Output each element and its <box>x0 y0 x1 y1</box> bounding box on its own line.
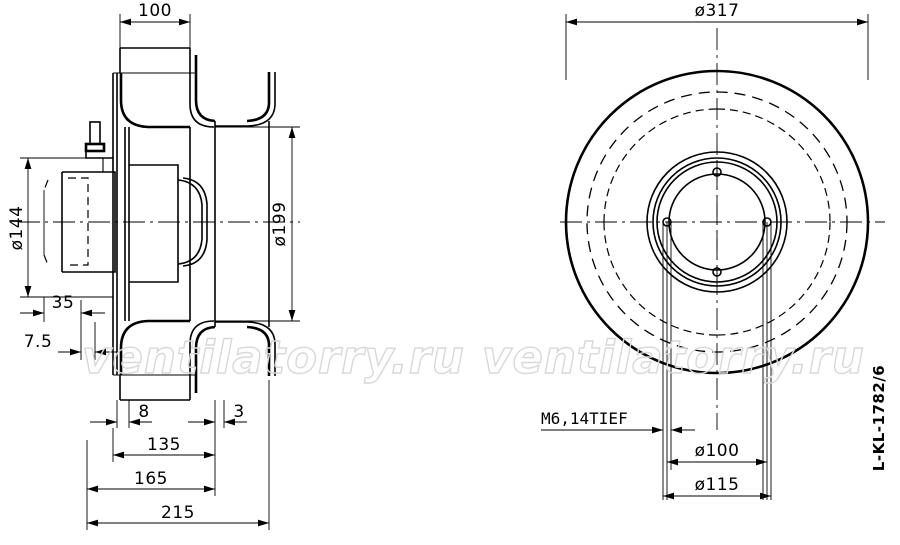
motor-bell-housing-inner <box>177 179 203 265</box>
blade-profile-top-outer-edge <box>246 72 271 123</box>
blade-profile-top-outline <box>194 55 216 123</box>
stator-hidden-corner-top <box>43 179 49 191</box>
dimension-199-label: ø199 <box>270 202 290 247</box>
hub-ring-outer <box>646 151 788 293</box>
dimension-135: 135 <box>112 428 216 462</box>
dimension-215: 215 <box>86 380 270 530</box>
watermark-left: ventilatorry.ru <box>82 331 465 384</box>
dimension-199: ø199 <box>215 126 300 322</box>
front-view: ø317 M6,14TIEF ø100 ø115 <box>541 1 885 500</box>
note-m6-label: M6,14TIEF <box>541 409 628 428</box>
hub-ring-mid <box>652 157 782 287</box>
outer-casing-circle <box>564 69 870 375</box>
dimension-7-5: 7.5 <box>24 322 118 360</box>
dimension-35: 35 <box>20 293 105 322</box>
dimension-front-100: ø100 <box>667 441 767 466</box>
note-m6-tief: M6,14TIEF <box>541 409 695 434</box>
dimension-165: 165 <box>86 440 216 496</box>
dimension-144: ø144 <box>7 157 113 298</box>
motor-barrel <box>129 164 179 283</box>
dimension-front-115-label: ø115 <box>695 475 740 495</box>
blade-profile-bottom-outer-edge <box>246 325 271 376</box>
dimension-35-label: 35 <box>52 293 75 313</box>
dimension-144-label: ø144 <box>7 206 27 251</box>
dimension-front-115: ø115 <box>663 222 772 500</box>
dimension-317-label: ø317 <box>695 1 740 21</box>
side-section-view: 100 ø144 ø199 35 <box>7 1 300 530</box>
dimension-3: 3 <box>188 400 247 428</box>
blade-profile-top-mid <box>189 48 215 128</box>
motor-body-outline <box>62 171 116 273</box>
dimension-135-label: 135 <box>147 435 181 455</box>
dimension-100-top: 100 <box>119 1 191 48</box>
dimension-7-5-label: 7.5 <box>24 332 53 352</box>
dimension-165-label: 165 <box>134 469 168 489</box>
dimension-317: ø317 <box>565 1 869 80</box>
dimension-100-label: 100 <box>138 1 172 21</box>
motor-bell-housing-outer <box>182 177 208 267</box>
blade-profile-bottom-mid <box>189 320 215 400</box>
drawing-code-label: L-KL-1782/6 <box>870 365 888 471</box>
impeller-outer-dashed-circle <box>586 91 848 353</box>
watermark-right: ventilatorry.ru <box>482 331 865 384</box>
stator-hidden-corner-bottom <box>43 254 49 266</box>
dimension-215-label: 215 <box>161 503 195 523</box>
dimension-3-label: 3 <box>233 402 244 422</box>
dimension-8-label: 8 <box>138 402 149 422</box>
blade-profile-top-inner <box>119 73 190 129</box>
blade-profile-top-outer <box>215 72 276 127</box>
dimension-8: 8 <box>90 400 152 428</box>
blade-profile-bottom-inner <box>119 319 190 375</box>
blade-profile-bottom-outer <box>215 321 276 376</box>
blade-profile-bottom-outline <box>194 325 216 393</box>
dimension-front-100-label: ø100 <box>695 441 740 461</box>
stator-hidden-outline <box>68 177 89 266</box>
